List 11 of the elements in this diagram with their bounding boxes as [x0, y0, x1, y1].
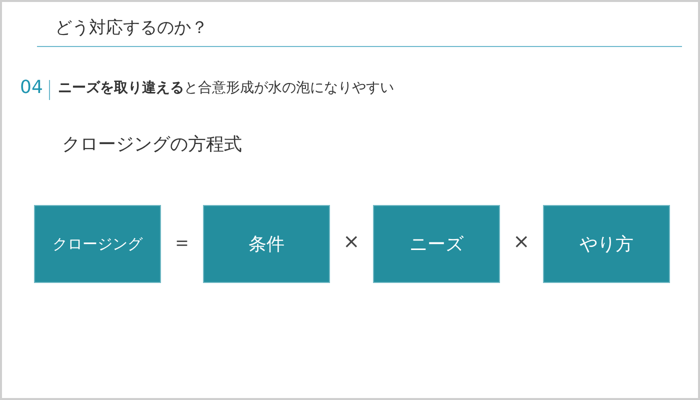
times-sign: × — [343, 229, 360, 253]
term-box: ニーズ — [373, 205, 500, 283]
times-sign: × — [513, 229, 530, 253]
equals-sign: ＝ — [172, 229, 192, 256]
section-number: 04 — [20, 77, 43, 98]
section-heading: ニーズを取り違えると合意形成が水の泡になりやすい — [58, 79, 394, 98]
equation-title: クロージングの方程式 — [62, 133, 242, 156]
term-box: やり方 — [543, 205, 670, 283]
term-box: クロージング — [34, 205, 161, 283]
term-box: 条件 — [203, 205, 330, 283]
slide-title: どう対応するのか？ — [55, 17, 208, 39]
